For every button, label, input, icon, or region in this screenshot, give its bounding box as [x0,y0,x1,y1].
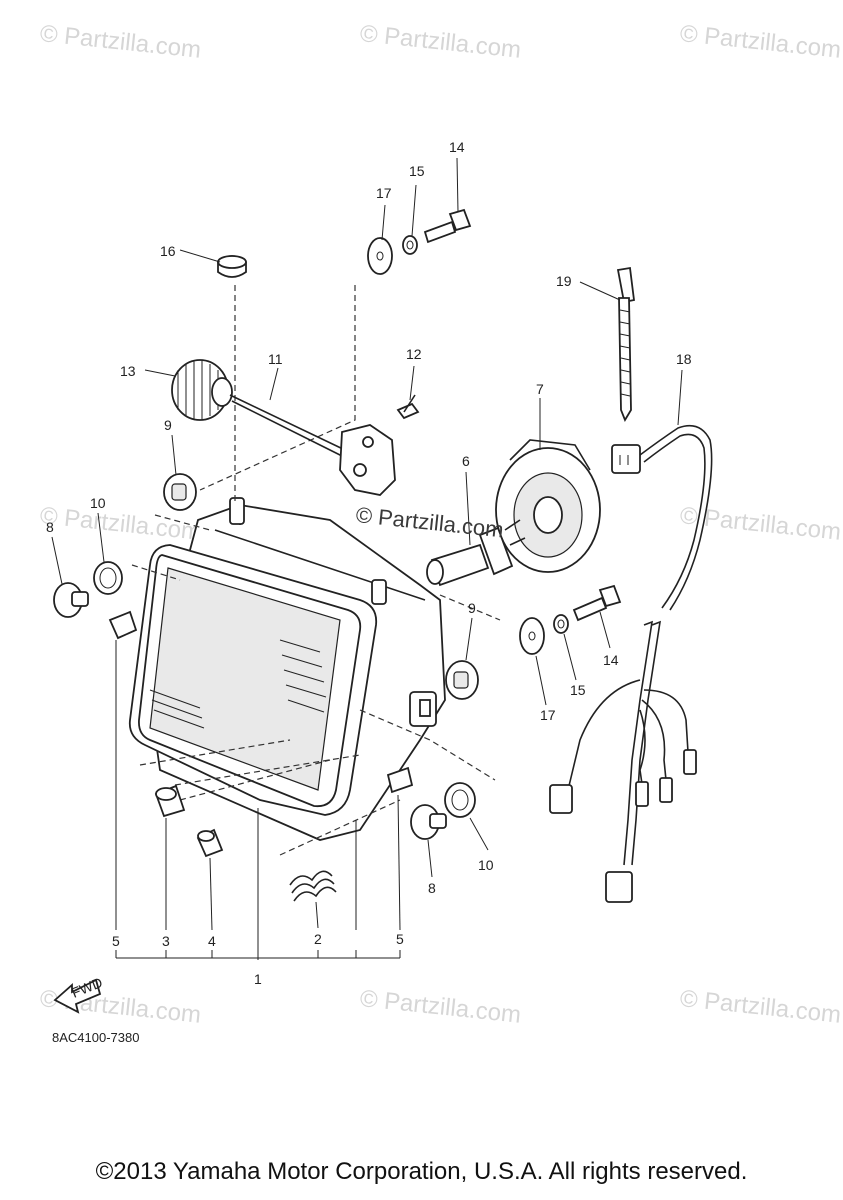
part-10-socket-right[interactable] [444,782,476,818]
part-14-bolt-right[interactable] [572,584,622,622]
callout-8-left: 8 [46,519,54,535]
part-17-washer-right[interactable] [519,617,545,655]
part-16-grommet[interactable] [217,255,247,278]
fwd-arrow: FWD [53,974,105,1014]
callout-4: 4 [208,933,216,949]
callout-1: 1 [254,971,262,987]
callout-2: 2 [314,931,322,947]
part-9-boot-left[interactable] [163,473,197,511]
part-14-bolt-top[interactable] [423,208,472,244]
part-3-bushing[interactable] [154,784,186,818]
callout-8-right: 8 [428,880,436,896]
callout-14-top: 14 [449,139,465,155]
part-6-halogen-bulb[interactable] [426,519,526,587]
callout-9-left: 9 [164,417,172,433]
part-15-lock-washer-top[interactable] [402,235,418,255]
part-19-cable-tie[interactable] [616,266,635,423]
callout-10-right: 10 [478,857,494,873]
part-5-clip-left[interactable] [108,610,138,640]
part-8-knob-right[interactable] [410,804,447,840]
part-18-wire-harness[interactable] [549,424,713,903]
copyright-notice: ©2013 Yamaha Motor Corporation, U.S.A. A… [95,1158,748,1185]
part-12-screw[interactable] [396,394,420,420]
callout-15-right: 15 [570,682,586,698]
part-13-adjuster-knob[interactable] [171,359,233,421]
headlight-unit[interactable] [128,497,446,841]
callout-5-left: 5 [112,933,120,949]
callout-7: 7 [536,381,544,397]
part-17-washer-top[interactable] [367,237,393,275]
part-9-boot-right[interactable] [445,660,479,700]
callout-3: 3 [162,933,170,949]
part-2-spring[interactable] [289,870,337,902]
part-8-knob-left[interactable] [53,582,89,618]
part-4-collar[interactable] [196,828,224,858]
callout-16: 16 [160,243,176,259]
callout-5-right: 5 [396,931,404,947]
callout-18: 18 [676,351,692,367]
callout-14-right: 14 [603,652,619,668]
callout-11: 11 [268,351,283,367]
part-11-adjusting-rod[interactable] [229,394,396,496]
callout-15-top: 15 [409,163,425,179]
callout-19: 19 [556,273,572,289]
callout-10-left: 10 [90,495,106,511]
callout-9-right: 9 [468,600,476,616]
callout-17-right: 17 [540,707,556,723]
callout-numbers: 16 17 15 14 11 13 12 9 10 8 19 18 7 6 9 … [46,139,692,987]
part-5-clip-right[interactable] [386,766,414,794]
diagram-reference-code: 8AC4100-7380 [52,1030,140,1045]
assembly-guide-lines [131,285,501,856]
part-10-socket-left[interactable] [93,561,123,595]
callout-12: 12 [406,346,422,362]
callout-13: 13 [120,363,136,379]
callout-17-top: 17 [376,185,392,201]
part-15-lock-washer-right[interactable] [553,614,569,634]
part-7-bulb-cover[interactable] [495,439,601,573]
leader-lines [51,157,683,960]
callout-6: 6 [462,453,470,469]
